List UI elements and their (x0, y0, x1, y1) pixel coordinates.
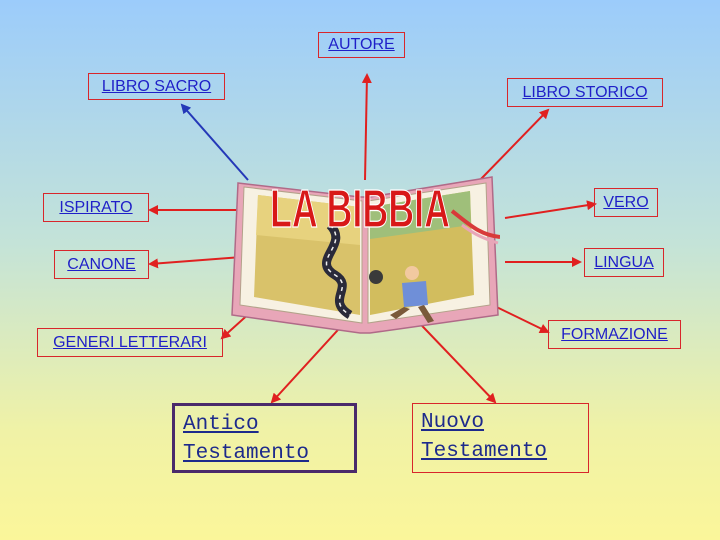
nuovo-line1: Nuovo (421, 411, 485, 434)
title-la-bibbia: LA BIBBIA (269, 182, 450, 234)
antico-testamento-text: Antico Testamento (183, 410, 309, 468)
node-ispirato[interactable]: ISPIRATO (43, 193, 149, 222)
node-libro-sacro[interactable]: LIBRO SACRO (88, 73, 225, 100)
node-nuovo-testamento[interactable]: Nuovo Testamento (412, 403, 589, 473)
node-libro-storico[interactable]: LIBRO STORICO (507, 78, 663, 107)
nuovo-testamento-text: Nuovo Testamento (421, 408, 547, 466)
arrow-vero (504, 200, 597, 219)
node-lingua[interactable]: LINGUA (584, 248, 664, 277)
node-canone[interactable]: CANONE (54, 250, 149, 279)
arrow-autore (361, 73, 372, 181)
node-antico-testamento[interactable]: Antico Testamento (172, 403, 357, 473)
open-bible-illustration (231, 176, 500, 334)
arrow-libro-sacro (180, 103, 249, 181)
arrow-canone (148, 256, 243, 269)
node-generi-letterari[interactable]: GENERI LETTERARI (37, 328, 223, 357)
node-formazione[interactable]: FORMAZIONE (548, 320, 681, 349)
nuovo-line2: Testamento (421, 440, 548, 463)
antico-line1: Antico (183, 413, 259, 436)
antico-line2: Testamento (183, 442, 310, 465)
node-vero[interactable]: VERO (594, 188, 658, 217)
node-autore[interactable]: AUTORE (318, 32, 405, 58)
title-text: LA BIBBIA (270, 182, 450, 234)
arrow-libro-storico (479, 108, 550, 181)
